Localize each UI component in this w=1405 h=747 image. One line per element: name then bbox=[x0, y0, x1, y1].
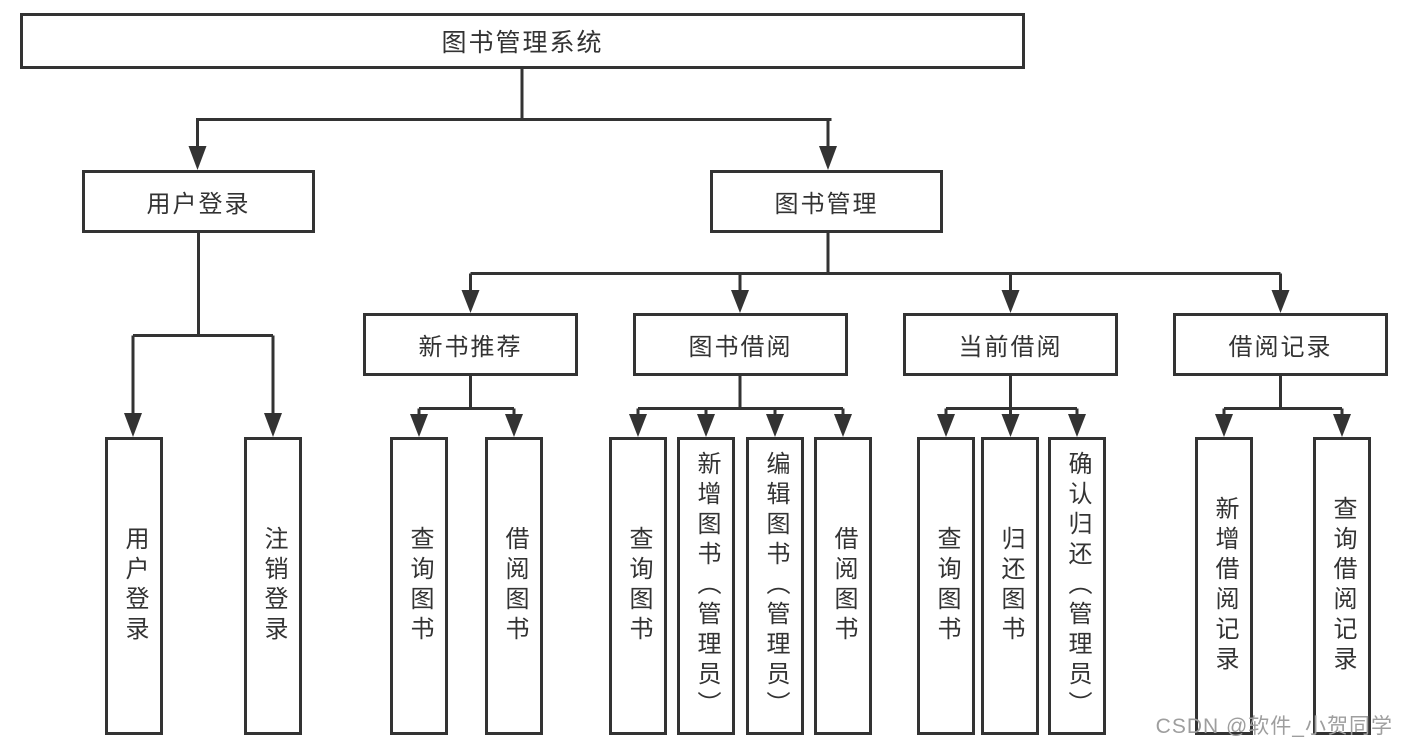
csdn-watermark: CSDN @软件_小贺同学 bbox=[1155, 715, 1393, 738]
leaf-add-borrow-record: 新增借阅记录 bbox=[1195, 437, 1253, 735]
leaf-confirm-return-admin: 确认归还（管理员） bbox=[1048, 437, 1106, 735]
node-book-management: 图书管理 bbox=[710, 170, 943, 233]
leaf-borrow-books-recommend: 借阅图书 bbox=[485, 437, 543, 735]
leaf-query-books-current: 查询图书 bbox=[917, 437, 975, 735]
leaf-query-books-borrow: 查询图书 bbox=[609, 437, 667, 735]
node-book-borrow: 图书借阅 bbox=[633, 313, 848, 376]
leaf-query-borrow-record: 查询借阅记录 bbox=[1313, 437, 1371, 735]
leaf-user-login: 用户登录 bbox=[105, 437, 163, 735]
node-current-borrow: 当前借阅 bbox=[903, 313, 1118, 376]
node-user-login: 用户登录 bbox=[82, 170, 315, 233]
node-borrow-records: 借阅记录 bbox=[1173, 313, 1388, 376]
leaf-return-books: 归还图书 bbox=[981, 437, 1039, 735]
leaf-add-books-admin: 新增图书（管理员） bbox=[677, 437, 735, 735]
leaf-query-books-recommend: 查询图书 bbox=[390, 437, 448, 735]
leaf-edit-books-admin: 编辑图书（管理员） bbox=[746, 437, 804, 735]
leaf-borrow-books: 借阅图书 bbox=[814, 437, 872, 735]
leaf-logout: 注销登录 bbox=[244, 437, 302, 735]
node-library-system: 图书管理系统 bbox=[20, 13, 1025, 69]
node-new-book-recommend: 新书推荐 bbox=[363, 313, 578, 376]
